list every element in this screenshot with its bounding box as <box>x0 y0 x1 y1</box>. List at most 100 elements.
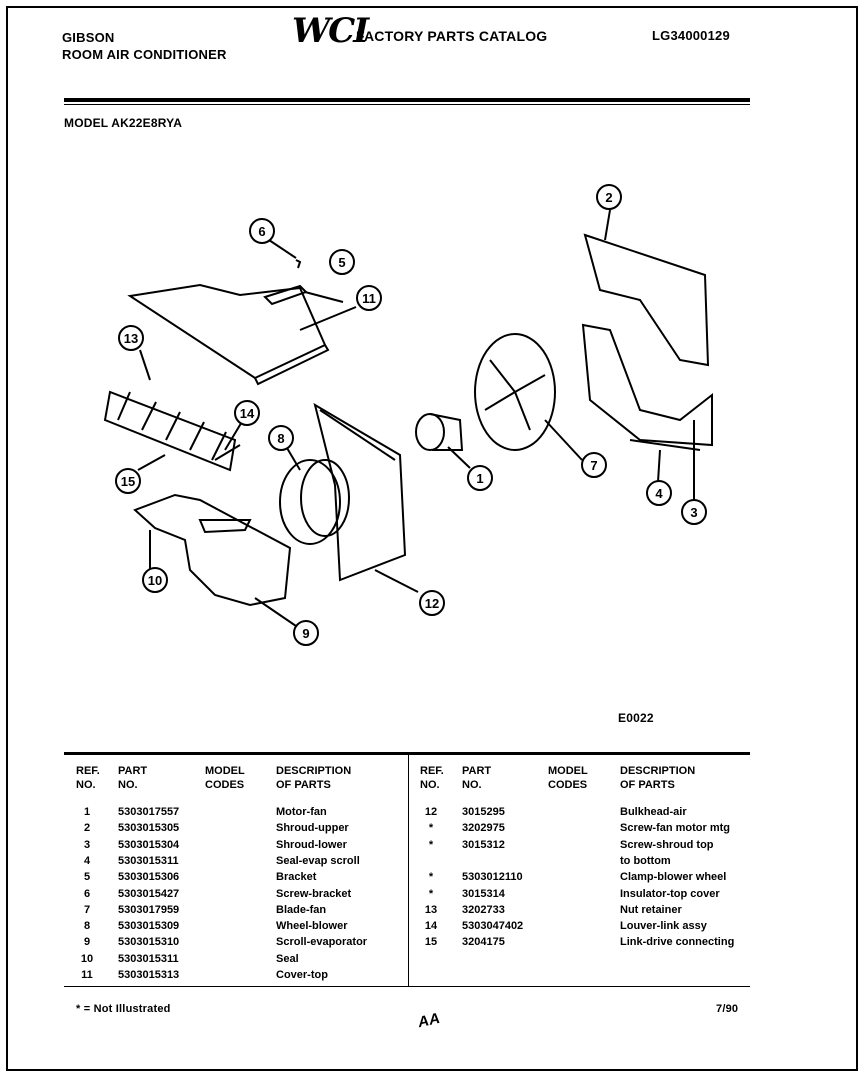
callout-3: 3 <box>681 499 707 525</box>
header-desc-line2: OF PARTS <box>276 779 331 791</box>
callout-number: 14 <box>240 406 255 421</box>
leader-11 <box>299 306 357 331</box>
leader-14 <box>224 419 244 451</box>
ref-cell: 7 <box>83 903 91 916</box>
description-cell: Shroud-lower <box>276 838 347 851</box>
table-rule-bottom <box>64 986 750 987</box>
callout-8: 8 <box>268 425 294 451</box>
ref-cell: 13 <box>424 903 438 916</box>
header-part-right: PART NO. <box>462 764 491 792</box>
catalog-number: LG34000129 <box>652 28 730 43</box>
header-ref-right: REF. NO. <box>420 764 444 792</box>
bulkhead-edge <box>319 409 396 461</box>
leader-2 <box>604 209 611 241</box>
callout-5: 5 <box>329 249 355 275</box>
brand-name: GIBSON <box>62 30 115 45</box>
description-cell: Insulator-top cover <box>620 887 720 900</box>
header-model-right-line2: CODES <box>548 779 588 791</box>
leader-8 <box>286 447 301 471</box>
ref-cell: 5 <box>83 871 91 884</box>
blower-wheel-inner <box>300 459 350 537</box>
header-ref-line1: REF. <box>76 765 100 777</box>
blade-fan <box>474 333 556 451</box>
callout-10: 10 <box>142 567 168 593</box>
header-ref-line2: NO. <box>76 779 96 791</box>
diagram-code: E0022 <box>618 711 654 725</box>
description-cell: Bulkhead-air <box>620 806 687 818</box>
callout-13: 13 <box>118 325 144 351</box>
leader-5 <box>304 291 344 303</box>
callout-number: 3 <box>690 505 697 520</box>
callout-number: 1 <box>476 471 483 486</box>
part-number-cell: 5303047402 <box>462 920 524 933</box>
leader-4 <box>657 449 661 483</box>
table-divider <box>408 752 409 986</box>
header-part-right-line2: NO. <box>462 779 482 791</box>
description-cell: Nut retainer <box>620 903 682 916</box>
not-illustrated-note: * = Not Illustrated <box>76 1003 171 1015</box>
leader-7 <box>544 419 583 461</box>
description-cell: Screw-shroud top <box>620 838 714 851</box>
header-model-right-line1: MODEL <box>548 765 588 777</box>
callout-circle <box>115 468 141 494</box>
callout-circle <box>681 499 707 525</box>
callout-number: 5 <box>338 255 345 270</box>
ref-cell: * <box>428 887 434 900</box>
header-desc-right: DESCRIPTION OF PARTS <box>620 764 695 792</box>
part-number-cell: 5303015309 <box>118 920 180 933</box>
table-rule-top <box>64 752 750 755</box>
leader-1 <box>447 446 471 469</box>
ref-cell: 9 <box>83 936 91 949</box>
louver-blades <box>117 391 227 461</box>
description-cell: to bottom <box>620 854 671 867</box>
callout-number: 11 <box>362 291 376 306</box>
description-cell: Shroud-upper <box>276 822 349 835</box>
fan-blades <box>484 359 546 431</box>
louver-assembly <box>103 390 237 472</box>
part-number-cell: 5303015304 <box>118 838 180 851</box>
part-number-cell: 3202733 <box>462 903 505 916</box>
header-model-line1: MODEL <box>205 765 245 777</box>
description-cell: Wheel-blower <box>276 920 348 933</box>
callout-circle <box>581 452 607 478</box>
ref-cell: 6 <box>83 887 91 900</box>
header-part-right-line1: PART <box>462 765 492 777</box>
part-number-cell: 5303015310 <box>118 936 180 949</box>
catalog-title: FACTORY PARTS CATALOG <box>356 28 548 44</box>
header-rule <box>64 98 750 102</box>
part-number-cell: 5303015306 <box>118 871 180 884</box>
description-cell: Screw-bracket <box>276 887 352 900</box>
header-model-right: MODEL CODES <box>548 764 588 792</box>
callout-14: 14 <box>234 400 260 426</box>
part-number-cell: 3015314 <box>462 887 505 900</box>
ref-cell: 10 <box>80 952 94 965</box>
leader-13 <box>139 349 151 381</box>
leader-9 <box>254 597 297 627</box>
ref-cell: * <box>428 838 434 851</box>
motor-body <box>429 413 464 451</box>
header-ref-right-line1: REF. <box>420 765 444 777</box>
header-part: PART NO. <box>118 764 147 792</box>
description-cell: Bracket <box>276 871 317 884</box>
part-number-cell: 5303015313 <box>118 969 180 981</box>
ref-cell: * <box>428 822 434 835</box>
callout-15: 15 <box>115 468 141 494</box>
header-desc-line1: DESCRIPTION <box>276 765 352 777</box>
screw-part <box>295 259 302 269</box>
ref-cell: 4 <box>83 854 91 867</box>
evap-seal <box>629 439 701 451</box>
callout-circle <box>419 590 445 616</box>
leader-15 <box>137 454 166 471</box>
callout-circle <box>467 465 493 491</box>
callout-number: 4 <box>655 486 663 501</box>
header-desc-right-line2: OF PARTS <box>620 779 675 791</box>
part-number-cell: 5303012110 <box>462 871 523 884</box>
cover-top-edge <box>254 344 330 386</box>
part-number-cell: 3015295 <box>462 806 505 818</box>
description-cell: Motor-fan <box>276 806 327 818</box>
callout-7: 7 <box>581 452 607 478</box>
ref-cell: 12 <box>424 806 438 818</box>
ref-cell: 14 <box>424 920 438 933</box>
description-cell: Seal <box>276 952 299 965</box>
